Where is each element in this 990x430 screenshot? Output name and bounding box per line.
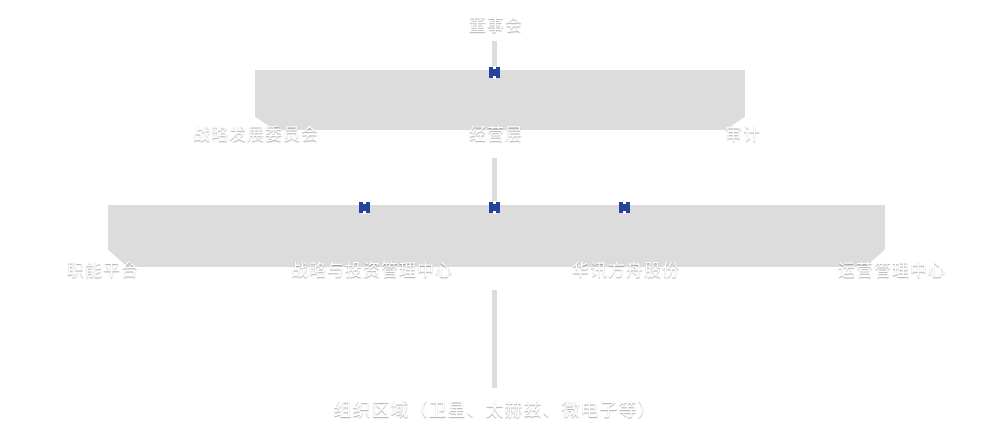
connector-band-level3 (108, 205, 885, 267)
junction-marker-level3-left (359, 201, 370, 214)
connector-board-to-management (492, 41, 497, 73)
node-strategy-development-committee[interactable]: 战略发展委员会 (193, 124, 319, 144)
junction-marker-level2-center (489, 66, 500, 79)
connector-huaxun-to-regions (492, 290, 497, 388)
junction-marker-level3-right (619, 201, 630, 214)
node-huaxun-fangzhou-shares[interactable]: 华讯方舟股份 (572, 260, 680, 280)
connector-band-level2 (255, 70, 745, 130)
node-operations-management-center[interactable]: 运营管理中心 (838, 260, 946, 280)
node-management-layer[interactable]: 经营层 (469, 124, 523, 144)
node-board-of-directors[interactable]: 董事会 (469, 15, 523, 35)
node-organization-regions[interactable]: 组织区域（卫星、太赫兹、微电子等） (333, 400, 657, 420)
connector-management-to-level3 (492, 158, 497, 210)
node-functional-platform[interactable]: 职能平台 (67, 260, 139, 280)
node-audit[interactable]: 审计 (725, 124, 761, 144)
junction-marker-level3-center (489, 201, 500, 214)
node-strategy-investment-management-center[interactable]: 战略与投资管理中心 (291, 260, 453, 280)
